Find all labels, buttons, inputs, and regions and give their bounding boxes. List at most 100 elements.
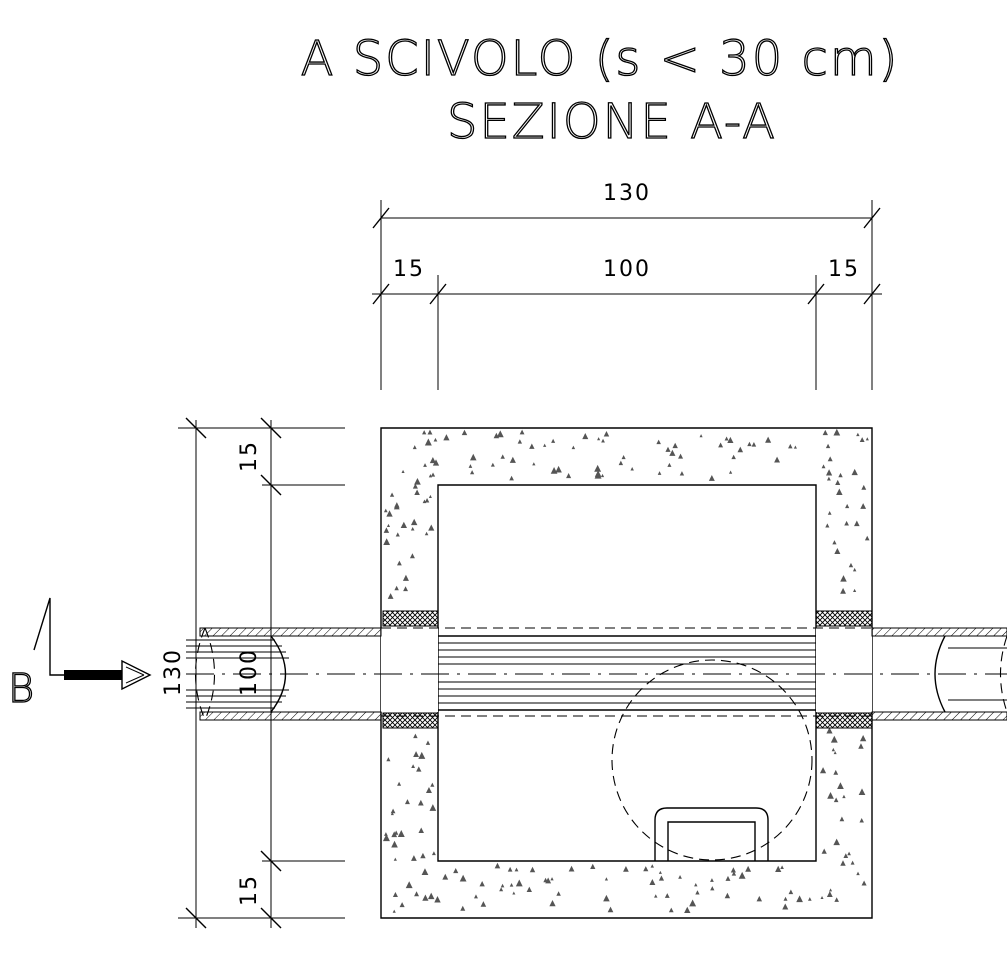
aggregate-dot: [409, 553, 415, 559]
aggregate-dot: [494, 862, 501, 869]
aggregate-dot: [549, 899, 556, 907]
aggregate-dot: [788, 889, 794, 895]
aggregate-dot: [825, 469, 833, 476]
aggregate-dot: [694, 882, 698, 887]
aggregate-dot: [728, 470, 733, 474]
aggregate-dot: [695, 890, 700, 895]
aggregate-dot: [607, 906, 614, 913]
aggregate-dot: [829, 888, 833, 892]
aggregate-dot: [600, 473, 605, 478]
aggregate-dot: [774, 456, 781, 463]
aggregate-dot: [649, 879, 656, 885]
aggregate-dot: [847, 851, 851, 856]
aggregate-dot: [833, 797, 839, 803]
aggregate-dot: [431, 851, 436, 856]
aggregate-dot: [429, 456, 436, 464]
aggregate-dot: [657, 471, 662, 475]
aggregate-dot: [386, 510, 393, 517]
aggregate-dot: [424, 531, 429, 536]
arrow-right-icon: [121, 659, 152, 691]
aggregate-dot: [420, 852, 426, 859]
aggregate-dot: [830, 735, 838, 743]
aggregate-dot: [827, 456, 833, 462]
aggregate-dot: [710, 878, 714, 882]
aggregate-dot: [826, 727, 833, 734]
aggregate-dot: [391, 831, 398, 838]
aggregate-dot: [664, 893, 670, 898]
aggregate-dot: [594, 464, 602, 472]
aggregate-dot: [852, 567, 857, 572]
aggregate-dot: [460, 905, 466, 911]
aggregate-dot: [509, 475, 514, 481]
aggregate-dot: [731, 871, 737, 876]
aggregate-dot: [859, 734, 867, 742]
aggregate-dot: [838, 472, 843, 478]
aggregate-dot: [543, 877, 548, 883]
aggregate-dot: [400, 521, 408, 529]
aggregate-dot: [630, 467, 634, 471]
aggregate-dot: [470, 453, 477, 461]
dim-inner-width: 100: [603, 257, 651, 282]
aggregate-dot: [765, 436, 772, 443]
aggregate-dot: [427, 892, 435, 900]
aggregate-dot: [836, 488, 843, 495]
aggregate-dot: [556, 891, 561, 896]
aggregate-dot: [738, 871, 746, 879]
aggregate-dot: [395, 532, 400, 537]
aggregate-dot: [428, 494, 432, 498]
aggregate-dot: [623, 866, 629, 872]
aggregate-dot: [669, 449, 676, 456]
aggregate-dot: [416, 766, 422, 772]
aggregate-dot: [410, 518, 418, 526]
aggregate-dot: [621, 455, 626, 460]
aggregate-dot: [526, 886, 532, 893]
aggregate-dot: [845, 503, 850, 509]
aggregate-dot: [665, 446, 671, 452]
aggregate-dot: [394, 585, 399, 591]
aggregate-dot: [745, 865, 752, 872]
aggregate-dot: [821, 464, 826, 469]
aggregate-dot: [856, 432, 860, 437]
aggregate-dot: [566, 473, 572, 479]
aggregate-dot: [678, 453, 684, 459]
aggregate-dot: [500, 454, 505, 459]
aggregate-dot: [418, 799, 424, 806]
seal-top-right: [815, 610, 873, 627]
aggregate-dot: [724, 892, 731, 899]
aggregate-dot: [397, 830, 405, 837]
vertical-dimensions: 130 15 100 15: [161, 417, 345, 929]
aggregate-dot: [825, 443, 831, 449]
aggregate-dot: [529, 443, 535, 449]
title-line-1: A SCIVOLO (s < 30 cm): [301, 31, 900, 87]
aggregate-dot: [751, 441, 757, 447]
aggregate-dot: [413, 733, 418, 739]
aggregate-dot: [730, 867, 736, 873]
aggregate-dot: [737, 446, 744, 453]
aggregate-dot: [500, 883, 505, 888]
aggregate-dot: [747, 441, 752, 447]
aggregate-dot: [833, 769, 839, 775]
aggregate-dot: [414, 891, 420, 897]
aggregate-dot: [479, 881, 485, 887]
aggregate-dot: [672, 442, 678, 449]
aggregate-dot: [550, 877, 554, 881]
aggregate-dot: [842, 794, 846, 799]
aggregate-dot: [835, 479, 841, 486]
horizontal-dimensions: 130 15 100 15: [372, 181, 882, 390]
aggregate-dot: [432, 459, 440, 466]
dim-inner-height: 100: [237, 648, 262, 696]
aggregate-dot: [418, 751, 426, 759]
aggregate-dot: [601, 438, 605, 443]
aggregate-dot: [493, 432, 500, 439]
aggregate-dot: [808, 897, 812, 901]
aggregate-dot: [496, 430, 504, 438]
aggregate-dot: [412, 445, 417, 450]
aggregate-dot: [418, 827, 424, 833]
aggregate-dot: [421, 868, 429, 876]
aggregate-dot: [382, 834, 390, 842]
aggregate-dot: [422, 499, 427, 504]
aggregate-dot: [427, 429, 433, 435]
aggregate-dot: [844, 520, 849, 526]
aggregate-dot: [414, 477, 421, 485]
aggregate-dot: [425, 740, 431, 745]
